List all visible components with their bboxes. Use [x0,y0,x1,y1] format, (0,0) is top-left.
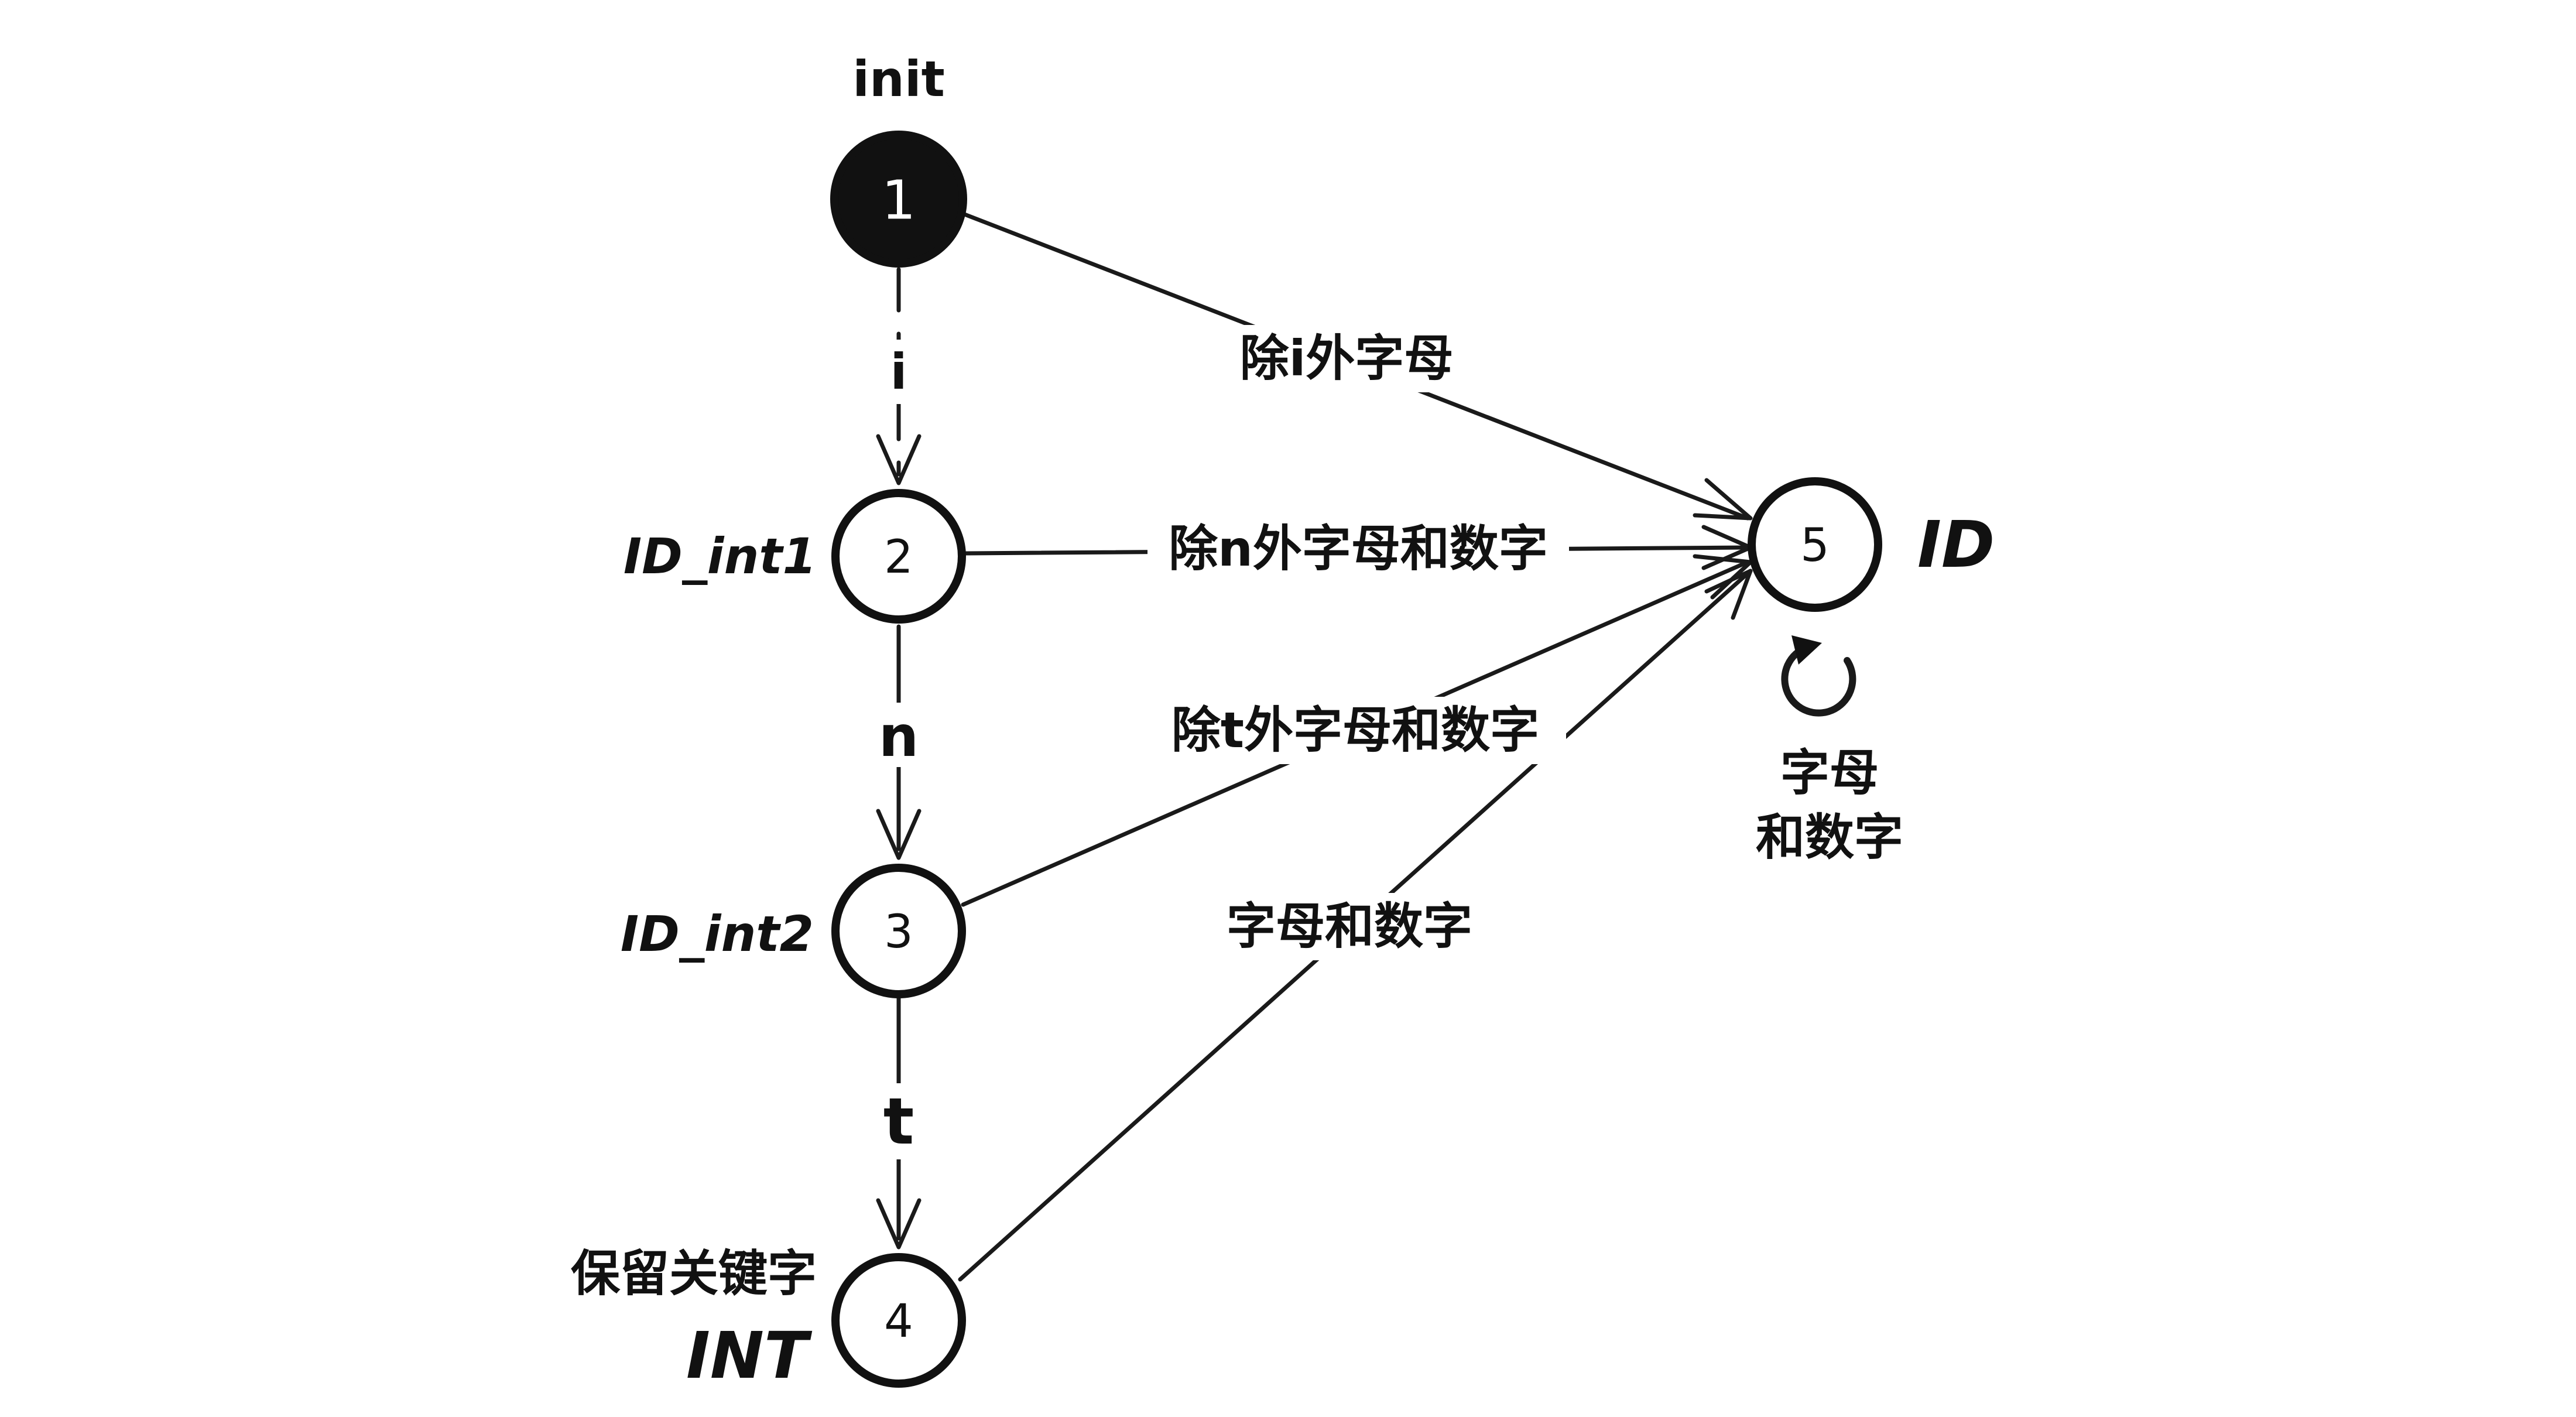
edge-label-bg-4-5 [1206,893,1493,960]
self-loop-5 [1781,635,1856,717]
node-3-number: 3 [884,906,913,959]
edge-label-bg-3-5 [1145,697,1566,764]
node-5-number: 5 [1800,519,1830,572]
state-name-4-line1: 保留关键字 [571,1245,817,1302]
start-state-circle [830,131,967,268]
edge-label-bg-2-5 [1147,515,1569,583]
edge-label-4-to-5: 字母和数字 [1227,898,1472,955]
edge-label-1-to-5: 除i外字母 [1240,330,1454,387]
self-loop-arrowhead [1791,635,1822,665]
arrowhead-1-to-5 [1693,478,1753,521]
edge-label-bg-1-2 [872,340,925,404]
edge-label-2-to-5: 除n外字母和数字 [1169,520,1548,577]
self-loop-label-line1: 字母 [1780,744,1879,802]
self-loop-arc [1781,644,1856,717]
edge-label-bg-2-3 [872,703,925,767]
edge-label-t: t [883,1084,914,1159]
arrowhead-3-to-4 [876,1198,922,1250]
self-loop-label-line2: 和数字 [1756,809,1903,866]
node-4-number: 4 [884,1295,913,1348]
state-name-5: ID [1917,507,1995,582]
node-1: 1 [830,131,967,268]
edge-label-3-to-5: 除t外字母和数字 [1171,701,1539,759]
state-circle-2 [831,489,966,624]
edge-label-i: i [890,343,907,401]
state-name-4-line2: INT [686,1318,813,1393]
arrowhead-4-to-5 [1704,569,1753,620]
state-name-3: ID_int2 [621,905,814,963]
state-name-2: ID_int1 [624,528,817,585]
edge-label-n: n [879,704,919,769]
arrowhead-1-to-2 [876,434,922,485]
node-2: 2 [831,489,966,624]
state-circle-5 [1748,477,1882,612]
node-1-number: 1 [882,169,916,232]
arrowhead-2-to-3 [876,809,922,860]
node-5: 5 [1748,477,1882,612]
state-circle-3 [831,864,966,998]
node-3: 3 [831,864,966,998]
init-label: init [852,50,945,108]
edge-label-bg-3-4 [872,1083,925,1159]
edge-label-bg-1-5 [1224,325,1469,392]
node-4: 4 [831,1253,966,1388]
state-circle-4 [831,1253,966,1388]
node-2-number: 2 [884,531,913,584]
